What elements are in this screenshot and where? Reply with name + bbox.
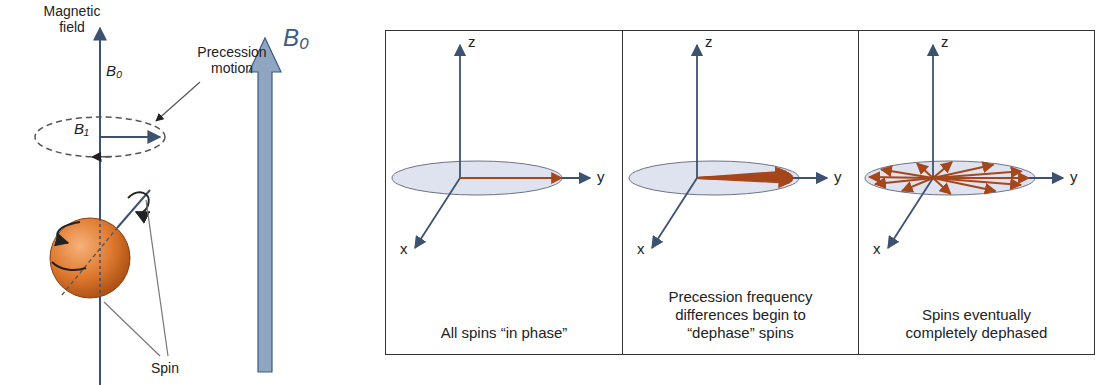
b1-label: B₁ — [74, 120, 89, 137]
axis-label: x — [400, 240, 408, 257]
field-axis — [99, 28, 101, 385]
nucleus-sphere — [50, 218, 130, 298]
axis-label: x — [873, 240, 881, 257]
spin-vector — [933, 178, 951, 194]
field-label: Magnetic field — [36, 3, 108, 35]
spin-vector — [917, 163, 933, 178]
y-axis — [460, 177, 590, 179]
spin-rotation-arrow — [128, 192, 149, 212]
x-axis — [888, 178, 933, 248]
axis-label: y — [597, 168, 605, 185]
panel-box: Precession frequency differences begin t… — [622, 30, 859, 355]
rotation-arrow — [52, 262, 86, 270]
spin-axis — [117, 190, 150, 228]
transverse-plane — [629, 161, 799, 195]
spin-vector — [460, 177, 562, 179]
leader-line — [156, 82, 200, 121]
axis-label: z — [468, 33, 476, 50]
spin-label: Spin — [151, 360, 179, 376]
spin-vector — [697, 178, 789, 183]
x-axis — [415, 178, 460, 248]
panel-box: All spins “in phase” — [385, 30, 623, 355]
spin-axis-inside — [62, 228, 117, 295]
precession-label: Precession motion — [184, 44, 280, 76]
leader-line — [146, 200, 168, 356]
axis-label: z — [705, 33, 713, 50]
leader-line — [104, 302, 160, 356]
panel-drawing — [629, 45, 827, 248]
panel-caption: Precession frequency differences begin t… — [646, 288, 836, 342]
z-axis — [459, 45, 461, 178]
panel-drawings — [392, 45, 1063, 248]
axis-label: x — [637, 240, 645, 257]
spin-vector — [933, 171, 1021, 178]
panel-drawing — [392, 45, 590, 248]
b1-vector — [100, 136, 160, 138]
panel-caption: All spins “in phase” — [414, 324, 594, 342]
z-axis — [932, 45, 934, 178]
field-arrow — [249, 38, 281, 372]
precession-path — [35, 117, 165, 157]
rotation-arrow — [57, 222, 80, 243]
panel-box: Spins eventually completely dephased — [858, 30, 1095, 355]
panel-drawing — [865, 45, 1063, 248]
transverse-plane — [865, 161, 1035, 195]
axis-label: z — [941, 33, 949, 50]
precession-direction — [92, 156, 112, 158]
spin-vector — [933, 178, 995, 191]
x-axis — [652, 178, 697, 248]
transverse-plane — [392, 161, 562, 195]
b0-label: B₀ — [106, 62, 122, 79]
panel-caption: Spins eventually completely dephased — [889, 306, 1064, 342]
b0-field-label: B₀ — [283, 24, 309, 52]
z-axis — [696, 45, 698, 178]
field-axis-inside — [99, 218, 101, 298]
axis-label: y — [1070, 168, 1078, 185]
spin-vector — [875, 178, 933, 184]
axis-label: y — [834, 168, 842, 185]
